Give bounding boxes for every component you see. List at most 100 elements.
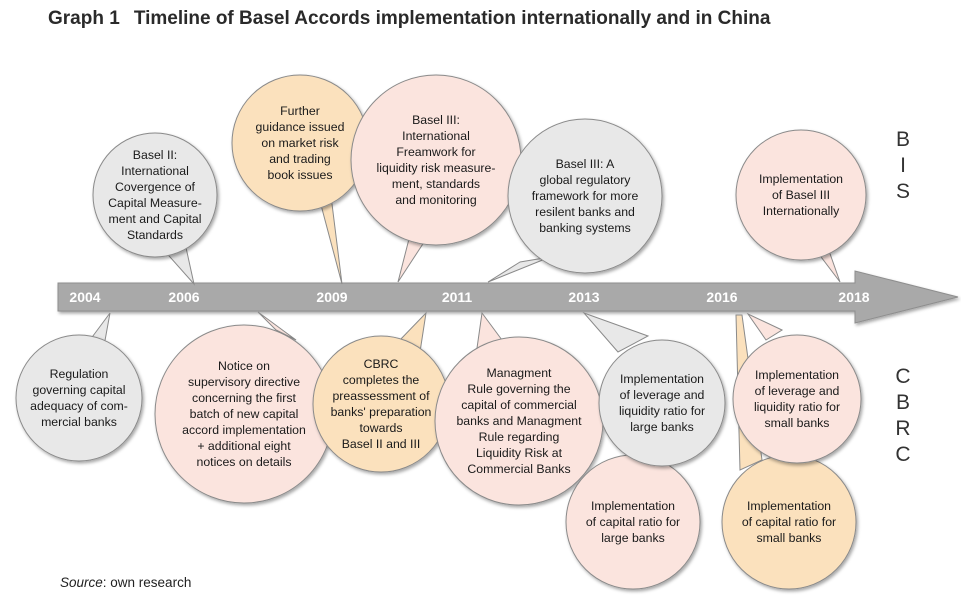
bubble-text-line: Basel III: A [556, 157, 616, 171]
source-note: Source: own research [60, 575, 191, 590]
bubble-text-line: Rule governing the [467, 382, 570, 396]
bis_events-bubble: Further guidance issued on market risk and … [231, 74, 369, 212]
bubble-text-line: notices on details [196, 455, 291, 469]
bubble-text-line: Standards [127, 228, 183, 242]
bubble-text-line: concerning the first [192, 391, 296, 405]
bubble-text-line: of leverage and [755, 384, 840, 398]
side-label-cbrc: C B R C [895, 365, 910, 466]
side-letter: B [896, 391, 910, 414]
bubble-text-line: Basel II and III [342, 437, 421, 451]
page-title: Graph 1 Timeline of Basel Accords impleme… [48, 8, 770, 30]
cbrc_events-bubble: Implementation of capital ratio for small … [721, 454, 857, 590]
bubble-text-line: Freamwork for [396, 145, 475, 159]
bubble-text-line: CBRC [364, 357, 399, 371]
side-letter: S [896, 180, 910, 203]
bubble-text-line: batch of new capital [190, 407, 299, 421]
bubble-text-line: ment and Capital [109, 212, 202, 226]
bubble-text-line: on market risk [261, 136, 339, 150]
bubble-text-line: and trading [269, 152, 331, 166]
bubble-text-line: banks and Managment [456, 414, 582, 428]
bubble-text-line: towards [359, 421, 402, 435]
bubble-text-line: Implementation [759, 172, 843, 186]
graph-title-text: Timeline of Basel Accords implementation… [133, 8, 771, 29]
bubble-text-line: guidance issued [256, 120, 345, 134]
bubble-text-line: Implementation [755, 368, 839, 382]
bubble-text-line: ment, standards [392, 177, 480, 191]
side-letter: C [895, 443, 910, 466]
side-letter: C [895, 365, 910, 388]
bubble-text-line: of Basel III [772, 188, 830, 202]
bubble-text-line: liquidity ratio for [754, 400, 840, 414]
year-label: 2009 [316, 289, 347, 305]
bubble-shape [92, 132, 218, 258]
bubble-text-line: supervisory directive [188, 375, 300, 389]
bis_events-bubble: Basel III: A global regulatory framework f… [507, 118, 663, 274]
bubble-text-line: of capital ratio for [742, 515, 836, 529]
graph-number: Graph 1 [48, 8, 120, 29]
source-text: : own research [102, 575, 192, 590]
bubble-text-line: small banks [757, 531, 822, 545]
source-label: Source [60, 575, 103, 590]
year-label: 2018 [838, 289, 869, 305]
bubble-text-line: Further [280, 104, 320, 118]
bubble-text-line: banks' preparation [331, 405, 432, 419]
bubble-text-line: Notice on [218, 359, 270, 373]
bubble-text-line: mercial banks [41, 415, 117, 429]
bubble-text-line: of capital ratio for [586, 515, 680, 529]
bubble-text-line: + additional eight [197, 439, 291, 453]
bubble-text-line: large banks [601, 531, 665, 545]
bubble-shape [732, 334, 862, 464]
bubble-text-line: Basel III: [412, 113, 460, 127]
bubble-tail [487, 256, 551, 283]
bubble-text-line: Implementation [620, 372, 704, 386]
bubble-text-line: Implementation [747, 499, 831, 513]
bubble-shape [735, 129, 867, 261]
cbrc_events-bubble: Notice on supervisory directive concerning… [154, 324, 334, 504]
bubble-text-line: of leverage and [620, 388, 705, 402]
bubble-text-line: completes the [343, 373, 420, 387]
bubble-text-line: Internationally [763, 204, 840, 218]
bubble-text-line: Basel II: [133, 148, 177, 162]
bubble-tail [746, 312, 784, 341]
bubble-text-line: Capital Measure- [108, 196, 202, 210]
side-letter: R [895, 417, 910, 440]
bubble-text-line: large banks [630, 420, 694, 434]
bubble-text-line: Covergence of [115, 180, 196, 194]
bubble-text-line: banking systems [539, 221, 631, 235]
bubble-text-line: liquidity risk measure- [377, 161, 496, 175]
cbrc_events-bubble: Implementation of leverage and liquidity r… [598, 339, 726, 467]
bubble-text-line: global regulatory [540, 173, 632, 187]
bubble-text-line: small banks [765, 416, 830, 430]
cbrc_events-bubble: CBRC completes the preassessment of banks' … [312, 335, 450, 473]
bubble-text-line: Rule regarding [479, 430, 560, 444]
bubble-shape [350, 74, 522, 246]
timeline-arrow [57, 270, 959, 324]
bubble-text-line: Liquidity Risk at [476, 446, 563, 460]
bubble-text-line: capital of commercial [461, 398, 577, 412]
bubble-text-line: framework for more [532, 189, 639, 203]
side-label-bis: B I S [896, 128, 910, 203]
bubble-text-line: Managment [487, 366, 553, 380]
bubble-text-line: International [402, 129, 470, 143]
bubble-text-line: book issues [268, 168, 333, 182]
bubble-text-line: liquidity ratio for [619, 404, 705, 418]
side-letter: B [896, 128, 910, 151]
year-label: 2016 [706, 289, 737, 305]
bubble-text-line: Regulation [50, 367, 109, 381]
bubble-shape [507, 118, 663, 274]
bubble-text-line: accord implementation [182, 423, 306, 437]
bubble-tail [582, 311, 650, 353]
bis_events-bubble: Implementation of Basel III Internationall… [735, 129, 867, 261]
year-label: 2006 [168, 289, 199, 305]
bubble-text-line: adequacy of com- [30, 399, 128, 413]
bubble-text-line: preassessment of [332, 389, 430, 403]
year-label: 2004 [69, 289, 100, 305]
bubble-text-line: resilent banks and [535, 205, 635, 219]
bubble-text-line: Implementation [591, 499, 675, 513]
